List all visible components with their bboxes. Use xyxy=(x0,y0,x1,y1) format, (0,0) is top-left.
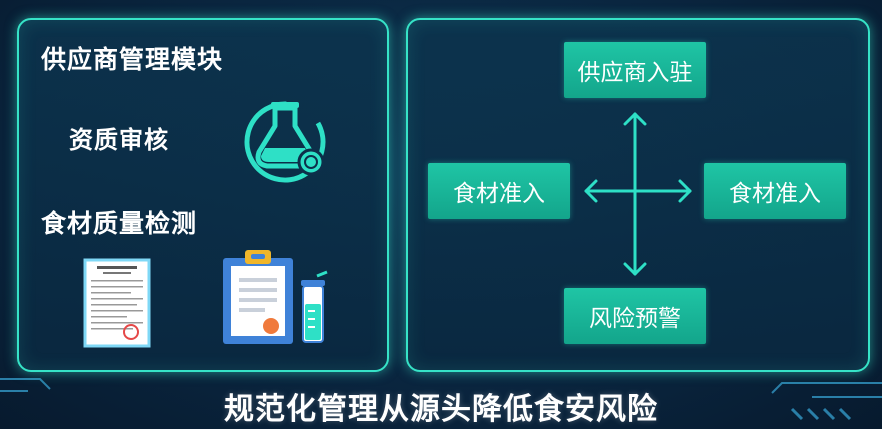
risk-warning-tile: 风险预警 xyxy=(564,288,706,344)
supplier-entry-tile: 供应商入驻 xyxy=(564,42,706,98)
cross-arrows xyxy=(584,112,692,276)
module-title: 供应商管理模块 xyxy=(41,45,224,74)
workflow-panel: 供应商入驻 食材准入 食材准入 风险预警 xyxy=(406,18,870,372)
flask-icon xyxy=(244,101,326,183)
test-tube-icon xyxy=(301,270,328,343)
supplier-module-panel: 供应商管理模块 资质审核 食材质量检测 xyxy=(17,18,389,372)
certificate-document-icon xyxy=(83,258,151,348)
food-admission-tile-right: 食材准入 xyxy=(704,163,846,219)
clipboard-icon xyxy=(223,250,293,344)
food-admission-tile-left: 食材准入 xyxy=(428,163,570,219)
qualification-label: 资质审核 xyxy=(69,126,169,154)
inspection-label: 食材质量检测 xyxy=(41,209,198,238)
corner-decoration-left xyxy=(0,378,51,392)
slogan: 规范化管理从源头降低食安风险 xyxy=(224,392,658,427)
corner-decoration-right xyxy=(771,382,882,421)
